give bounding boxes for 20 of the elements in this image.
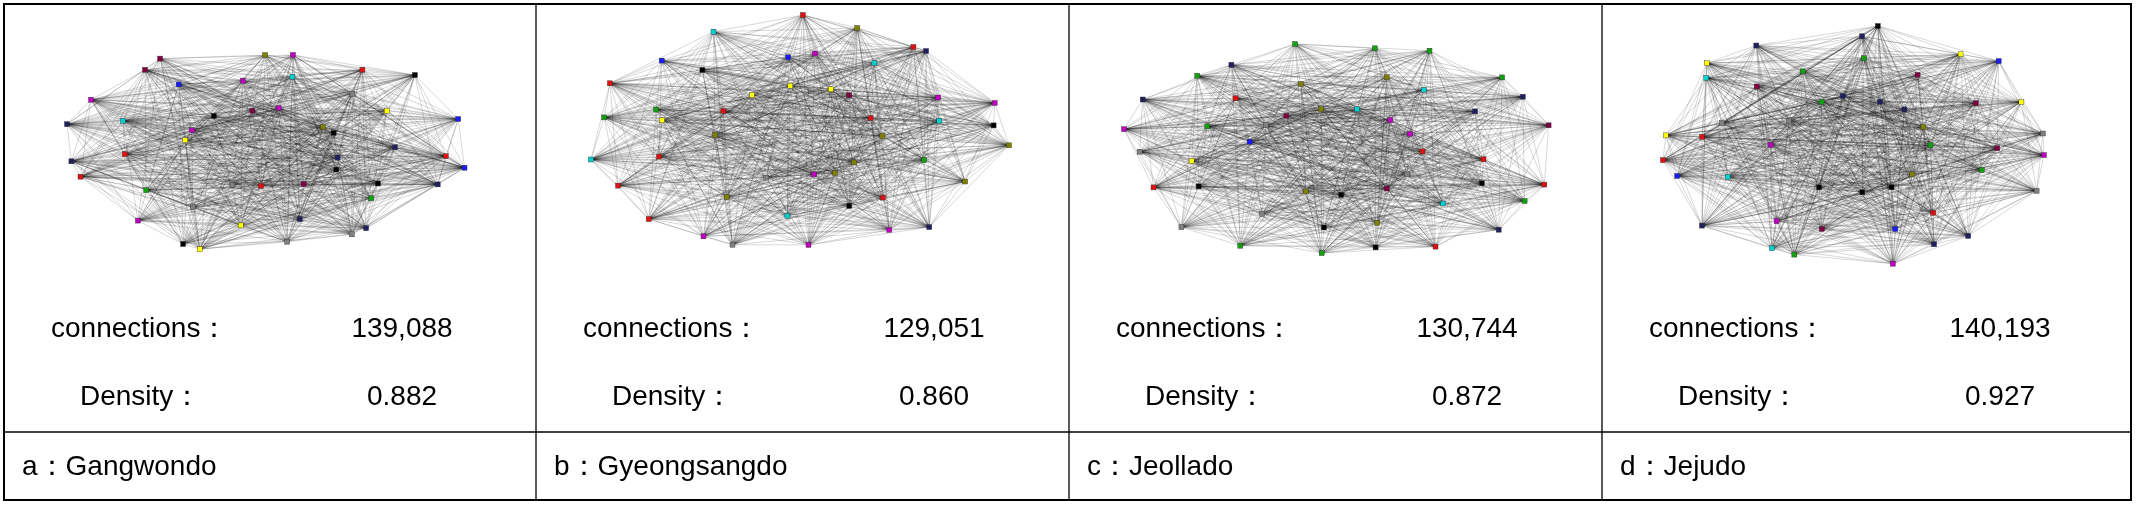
metric-value: 129,051 (883, 312, 985, 344)
metric-value: 0.882 (366, 380, 438, 412)
metric-label: connections： (1116, 312, 1294, 344)
metric-label: Density： (1145, 380, 1267, 412)
metric-label: Density： (1678, 380, 1800, 412)
panel-caption: b：Gyeongsangdo (554, 450, 788, 482)
metric-value: 0.927 (1964, 380, 2036, 412)
metric-label: connections： (51, 312, 229, 344)
metric-value: 0.872 (1431, 380, 1503, 412)
metric-label: connections： (1649, 312, 1827, 344)
panel-caption: d：Jejudo (1620, 450, 1747, 482)
panel-caption: a：Gangwondo (22, 450, 217, 482)
panel-caption: c：Jeollado (1087, 450, 1234, 482)
metric-value: 140,193 (1949, 312, 2051, 344)
metric-value: 130,744 (1416, 312, 1518, 344)
metric-label: Density： (612, 380, 734, 412)
metric-value: 0.860 (898, 380, 970, 412)
metric-label: Density： (80, 380, 202, 412)
metric-label: connections： (583, 312, 761, 344)
metric-value: 139,088 (351, 312, 453, 344)
